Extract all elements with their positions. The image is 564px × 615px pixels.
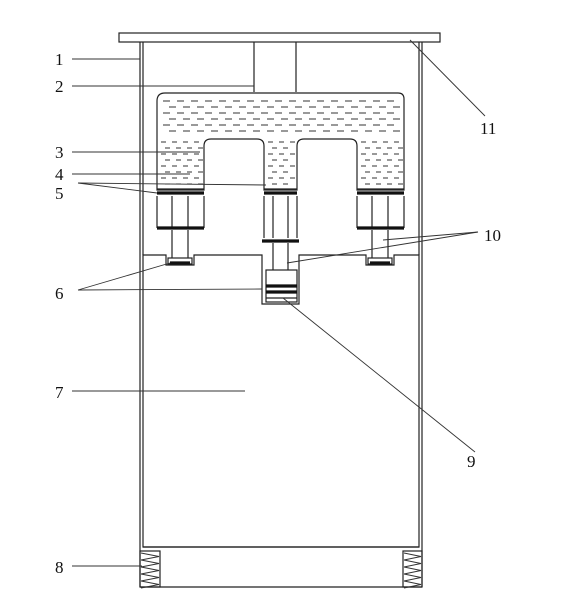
- bottom-feet: [139, 550, 423, 589]
- hatch-stroke: [140, 573, 160, 582]
- center-piston: [262, 196, 299, 270]
- hatch-stroke: [403, 559, 422, 568]
- hatch-stroke: [403, 566, 422, 575]
- hatch-stroke: [140, 566, 160, 575]
- label-5: 5: [55, 184, 64, 203]
- liquid-fill-dashes: [161, 100, 403, 185]
- label-3: 3: [55, 143, 64, 162]
- leader-lines: [72, 39, 486, 567]
- label-10: 10: [484, 226, 501, 245]
- left-piston: [156, 196, 205, 265]
- label-8: 8: [55, 558, 64, 577]
- cavity-spring: [265, 269, 298, 303]
- label-7: 7: [55, 383, 64, 402]
- outer-housing: [139, 42, 423, 588]
- right-piston: [356, 196, 405, 265]
- liquid-tank: [156, 92, 405, 191]
- label-1: 1: [55, 50, 64, 69]
- lower-block: [142, 254, 420, 548]
- label-11: 11: [480, 119, 496, 138]
- hatch-stroke: [140, 552, 160, 561]
- label-6: 6: [55, 284, 64, 303]
- label-9: 9: [467, 452, 476, 471]
- sealing-bands: [157, 188, 404, 195]
- label-2: 2: [55, 77, 64, 96]
- hatch-stroke: [403, 552, 422, 561]
- hatch-stroke: [403, 580, 422, 589]
- hatch-stroke: [140, 559, 160, 568]
- top-plate: [118, 32, 441, 43]
- hatch-stroke: [140, 580, 160, 589]
- feet-hatching: [140, 552, 422, 589]
- label-4: 4: [55, 165, 64, 184]
- central-rods: [253, 42, 297, 92]
- hatch-stroke: [403, 573, 422, 582]
